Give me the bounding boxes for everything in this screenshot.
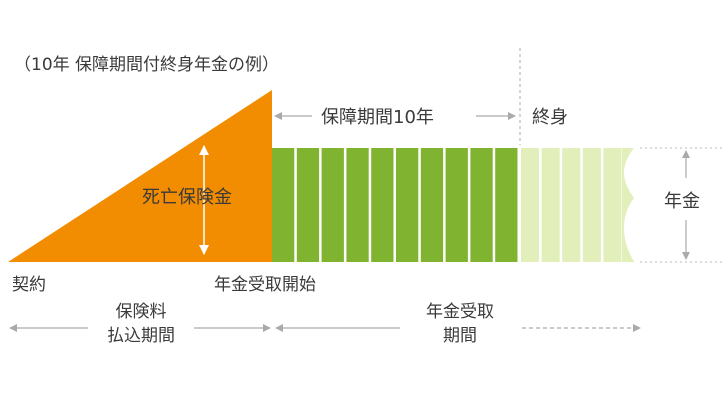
lifetime-year-bar-3	[562, 148, 581, 262]
guarantee-year-bar-9	[470, 148, 493, 262]
guarantee-year-bar-5	[371, 148, 394, 262]
lifetime-year-bar-5	[603, 148, 622, 262]
payout-period-label-line2: 期間	[443, 326, 477, 346]
guarantee-period-bars	[272, 148, 518, 262]
guarantee-year-bar-6	[396, 148, 419, 262]
premium-label-backdrop	[88, 298, 194, 350]
lifetime-period-bars	[521, 148, 622, 262]
lifetime-label: 終身	[532, 107, 568, 128]
payout-period-label-line1: 年金受取	[426, 302, 494, 322]
guarantee-year-bar-2	[296, 148, 320, 262]
guarantee-year-bar-1	[272, 148, 295, 262]
payout-start-label: 年金受取開始	[214, 275, 316, 295]
death-benefit-label: 死亡保険金	[142, 187, 232, 208]
guarantee-year-bar-7	[420, 148, 444, 262]
payout-label-backdrop	[400, 298, 520, 350]
guarantee-year-bar-3	[321, 148, 344, 262]
guarantee-period-label: 保障期間10年	[321, 107, 434, 128]
diagram-caption: （10年 保障期間付終身年金の例）	[14, 55, 279, 75]
guarantee-year-bar-4	[346, 148, 369, 262]
guarantee-year-bar-10	[495, 148, 518, 262]
lifetime-year-bar-2	[541, 148, 560, 262]
guarantee-year-bar-8	[445, 148, 468, 262]
contract-label: 契約	[12, 275, 46, 295]
death-benefit-triangle	[8, 90, 272, 262]
lifetime-year-bar-4	[582, 148, 601, 262]
lifetime-wavy-edge	[624, 147, 638, 263]
premium-period-label-line2: 払込期間	[107, 326, 175, 346]
annuity-label: 年金	[664, 191, 700, 212]
premium-period-label-line1: 保険料	[116, 302, 167, 322]
lifetime-year-bar-1	[521, 148, 540, 262]
